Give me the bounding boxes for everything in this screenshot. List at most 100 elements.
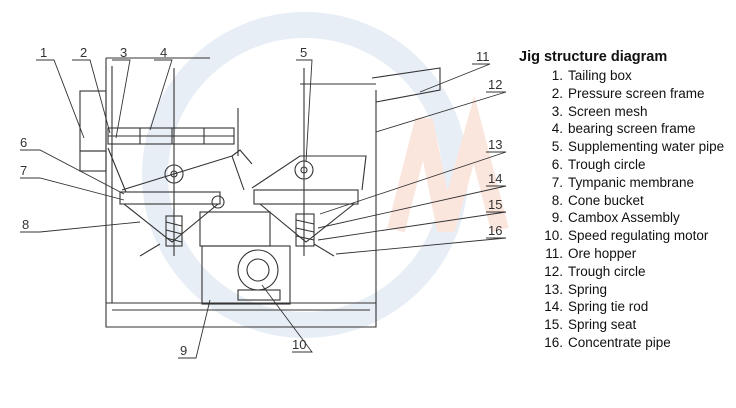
legend-number: 9. bbox=[551, 210, 563, 226]
legend-label: Supplementing water pipe bbox=[568, 139, 725, 155]
leader-5 bbox=[296, 59, 313, 163]
leader-13 bbox=[319, 151, 507, 215]
leader-lines bbox=[20, 59, 507, 359]
leader-1 bbox=[36, 59, 85, 139]
leader-8 bbox=[20, 221, 141, 233]
legend-label: Speed regulating motor bbox=[568, 228, 709, 244]
callout-14: 14 bbox=[488, 171, 502, 186]
leader-16 bbox=[335, 237, 507, 255]
legend-number: 1. bbox=[551, 68, 563, 83]
legend-number: 2. bbox=[551, 85, 563, 101]
legend-panel: Jig structure diagram 1. Tailing box 2. Pr… bbox=[519, 47, 734, 352]
legend-number: 5. bbox=[551, 139, 563, 155]
legend-item-13: 13. Spring bbox=[519, 281, 734, 299]
legend-number: 13. bbox=[544, 281, 563, 297]
watermark-mark bbox=[387, 95, 509, 233]
leader-12 bbox=[375, 91, 507, 133]
legend-number: 16. bbox=[544, 334, 563, 350]
leader-6 bbox=[20, 149, 125, 195]
watermark bbox=[142, 12, 509, 338]
left-trough-side bbox=[107, 147, 127, 193]
legend-label: Trough circle bbox=[568, 263, 646, 279]
right-concentrate-pipe bbox=[313, 243, 335, 257]
legend-number: 12. bbox=[544, 263, 563, 279]
left-concentrate-pipe bbox=[139, 243, 161, 257]
tailing-box bbox=[79, 90, 107, 152]
cambox-upper bbox=[199, 211, 271, 247]
right-spring-coil-1 bbox=[295, 219, 315, 225]
callout-11: 11 bbox=[476, 49, 490, 64]
legend-number: 11. bbox=[545, 245, 563, 261]
legend-label: Cambox Assembly bbox=[568, 210, 680, 226]
callout-1: 1 bbox=[40, 45, 47, 60]
callout-6: 6 bbox=[20, 135, 27, 150]
middle-divider bbox=[231, 149, 253, 165]
right-trough-top bbox=[251, 155, 367, 191]
legend-label: Trough circle bbox=[568, 156, 646, 172]
legend-number: 6. bbox=[551, 156, 563, 172]
leader-11 bbox=[419, 63, 491, 93]
leader-9 bbox=[178, 299, 211, 359]
left-spring-coil-1 bbox=[165, 221, 183, 227]
legend-label: Spring seat bbox=[568, 317, 637, 333]
legend-label: Concentrate pipe bbox=[568, 334, 671, 350]
legend-label: Spring tie rod bbox=[568, 299, 649, 315]
leader-7 bbox=[20, 177, 125, 201]
leader-3 bbox=[112, 59, 131, 139]
callout-5: 5 bbox=[300, 45, 307, 60]
legend-number: 7. bbox=[551, 174, 563, 190]
left-spring-coil-2 bbox=[165, 229, 183, 235]
motor-base bbox=[237, 289, 281, 301]
callout-13: 13 bbox=[488, 137, 502, 152]
legend-label: Ore hopper bbox=[568, 245, 637, 261]
legend-number: 10. bbox=[544, 228, 563, 244]
leader-10 bbox=[261, 284, 313, 353]
legend-title: Jig structure diagram bbox=[519, 49, 668, 65]
ore-hopper bbox=[371, 67, 441, 103]
right-spring-coil-3 bbox=[295, 235, 315, 241]
legend-item-3: 3. Screen mesh bbox=[519, 103, 734, 121]
motor-inner bbox=[246, 258, 270, 282]
legend-label: Tailing box bbox=[568, 68, 632, 83]
callout-8: 8 bbox=[22, 217, 29, 232]
callout-3: 3 bbox=[120, 45, 127, 60]
callout-9: 9 bbox=[180, 343, 187, 358]
right-cone-bucket bbox=[259, 203, 355, 243]
legend-item-5: 5. Supplementing water pipe bbox=[519, 138, 734, 156]
right-spring-coil-2 bbox=[295, 227, 315, 233]
legend-number: 4. bbox=[551, 121, 563, 137]
leader-14 bbox=[317, 185, 507, 229]
callout-2: 2 bbox=[80, 45, 87, 60]
legend-item-9: 9. Cambox Assembly bbox=[519, 209, 734, 227]
left-trough-circle bbox=[119, 191, 221, 205]
legend-label: Screen mesh bbox=[568, 103, 648, 119]
callout-numbers: 1 2 3 4 5 6 7 8 9 10 11 12 13 14 15 16 bbox=[20, 45, 502, 358]
legend-item-1: 1. Tailing box bbox=[519, 67, 734, 85]
cambox-knob bbox=[211, 195, 225, 209]
legend-item-4: 4.bearing screen frame bbox=[519, 120, 734, 138]
legend-number: 15. bbox=[544, 317, 563, 333]
callout-12: 12 bbox=[488, 77, 502, 92]
callout-15: 15 bbox=[488, 197, 502, 212]
legend-number: 3. bbox=[551, 103, 563, 119]
legend-item-6: 6. Trough circle bbox=[519, 156, 734, 174]
legend-label: Spring bbox=[568, 281, 608, 297]
tailing-box-outlet bbox=[79, 150, 107, 172]
legend-item-15: 15. Spring seat bbox=[519, 316, 734, 334]
leader-4 bbox=[149, 59, 173, 131]
legend-item-12: 12. Trough circle bbox=[519, 263, 734, 281]
machine-drawing bbox=[79, 57, 441, 328]
legend-item-14: 14.Spring tie rod bbox=[519, 298, 734, 316]
left-spring-coil-3 bbox=[165, 237, 183, 243]
right-spring bbox=[295, 213, 315, 247]
callout-10: 10 bbox=[292, 337, 306, 352]
motor-outer bbox=[237, 249, 279, 291]
cambox-housing bbox=[201, 245, 291, 305]
left-cone-bucket bbox=[123, 203, 219, 243]
leader-15 bbox=[317, 211, 507, 241]
legend-label: Pressure screen frame bbox=[568, 85, 705, 101]
callout-16: 16 bbox=[488, 223, 502, 238]
outer-frame bbox=[105, 58, 377, 328]
